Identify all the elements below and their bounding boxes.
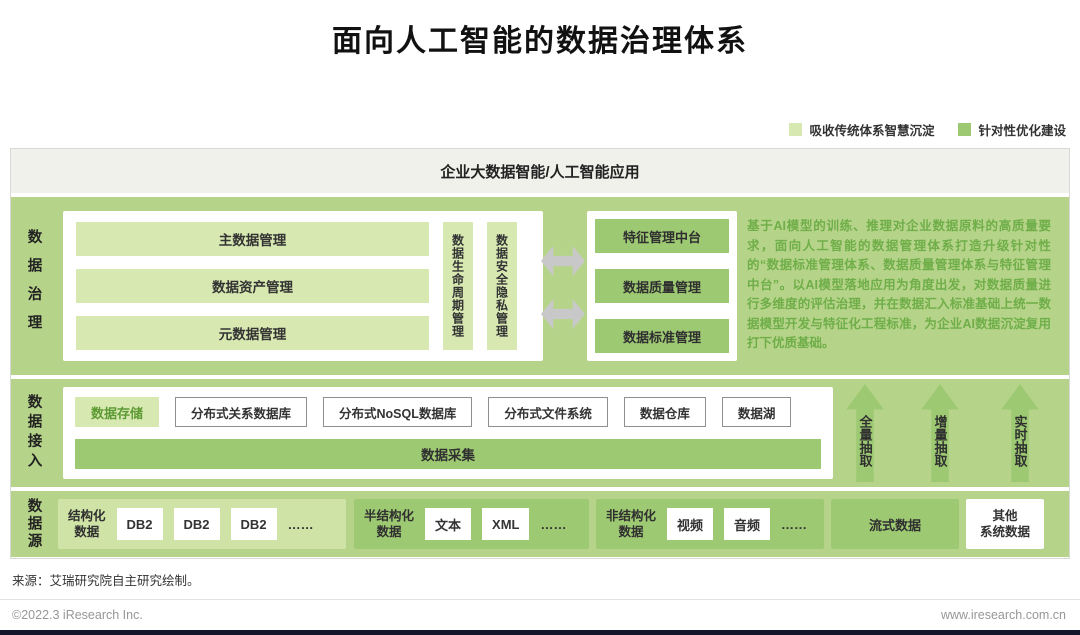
governance-optimized-panel: 特征管理中台 数据质量管理 数据标准管理 — [587, 211, 737, 361]
feature-management-platform-box: 特征管理中台 — [595, 219, 729, 253]
application-layer-band: 企业大数据智能/人工智能应用 — [11, 149, 1069, 193]
xml-box: XML — [482, 508, 530, 540]
legend-item-optimized: 针对性优化建设 — [958, 120, 1066, 139]
data-warehouse-box: 数据仓库 — [623, 397, 706, 427]
architecture-diagram: 企业大数据智能/人工智能应用 数据治理 主数据管理 数据资产管理 元数据管理 数… — [10, 148, 1070, 559]
left-right-arrow-icon — [541, 246, 585, 276]
website-label: www.iresearch.com.cn — [940, 608, 1066, 622]
governance-band-label: 数据治理 — [25, 229, 42, 343]
legend-label-optimized: 针对性优化建设 — [978, 124, 1066, 138]
db2-box: DB2 — [230, 508, 277, 540]
storage-row: 数据存储 分布式关系数据库 分布式NoSQL数据库 分布式文件系统 数据仓库 数… — [75, 397, 821, 427]
source-band-label: 数据源 — [25, 497, 42, 551]
relational-db-box: 分布式关系数据库 — [175, 397, 308, 427]
access-band-label: 数据接入 — [25, 394, 42, 472]
data-standard-management-box: 数据标准管理 — [595, 319, 729, 353]
left-right-arrow-icon — [541, 299, 585, 329]
streaming-data-box: 流式数据 — [831, 499, 959, 549]
copyright-label: ©2022.3 iResearch Inc. — [12, 608, 143, 622]
unstructured-data-label: 非结构化 数据 — [606, 508, 657, 539]
governance-traditional-stack: 主数据管理 数据资产管理 元数据管理 — [76, 222, 429, 350]
governance-description: 基于AI模型的训练、推理对企业数据原料的高质量要求，面向人工智能的数据管理体系打… — [747, 219, 1051, 350]
incremental-extract-label: 增量抽取 — [932, 415, 948, 467]
realtime-extract-label: 实时抽取 — [1012, 415, 1028, 467]
data-security-privacy-box: 数据安全隐私管理 — [487, 222, 517, 350]
text-box: 文本 — [425, 508, 472, 540]
footer: ©2022.3 iResearch Inc. www.iresearch.com… — [12, 608, 1066, 622]
bottom-accent-bar — [0, 630, 1080, 635]
footer-divider — [0, 599, 1080, 600]
ellipsis-label: …… — [287, 516, 314, 532]
nosql-db-box: 分布式NoSQL数据库 — [323, 397, 473, 427]
data-collection-box: 数据采集 — [75, 439, 821, 469]
full-extract-label: 全量抽取 — [857, 415, 873, 467]
structured-data-label: 结构化 数据 — [68, 508, 106, 539]
legend-item-traditional: 吸收传统体系智慧沉淀 — [789, 120, 934, 139]
source-note: 来源：艾瑞研究院自主研究绘制。 — [12, 574, 200, 588]
data-quality-management-box: 数据质量管理 — [595, 269, 729, 303]
data-asset-management-box: 数据资产管理 — [76, 269, 429, 303]
db2-box: DB2 — [173, 508, 220, 540]
unstructured-data-group: 非结构化 数据 视频 音频 …… — [596, 499, 824, 549]
audio-box: 音频 — [724, 508, 771, 540]
access-band: 数据接入 数据存储 分布式关系数据库 分布式NoSQL数据库 分布式文件系统 数… — [11, 379, 1069, 487]
page-title: 面向人工智能的数据治理体系 — [332, 25, 748, 58]
legend-label-traditional: 吸收传统体系智慧沉淀 — [809, 124, 935, 138]
distributed-file-system-box: 分布式文件系统 — [488, 397, 608, 427]
structured-data-group: 结构化 数据 DB2 DB2 DB2 …… — [58, 499, 346, 549]
semi-structured-data-label: 半结构化 数据 — [364, 508, 415, 539]
ellipsis-label: …… — [540, 516, 567, 532]
realtime-extract-arrow-icon: 实时抽取 — [1001, 384, 1039, 482]
full-extract-arrow-icon: 全量抽取 — [846, 384, 884, 482]
data-lake-box: 数据湖 — [721, 397, 792, 427]
governance-traditional-panel: 主数据管理 数据资产管理 元数据管理 数据生命周期管理 数据安全隐私管理 — [63, 211, 543, 361]
ellipsis-label: …… — [781, 516, 808, 532]
legend-swatch-mid-green — [958, 123, 972, 136]
legend: 吸收传统体系智慧沉淀 针对性优化建设 — [789, 120, 1066, 139]
video-box: 视频 — [667, 508, 714, 540]
source-band: 数据源 结构化 数据 DB2 DB2 DB2 …… 半结构化 数据 文本 XML… — [11, 491, 1069, 557]
data-lifecycle-management-box: 数据生命周期管理 — [443, 222, 473, 350]
semi-structured-data-group: 半结构化 数据 文本 XML …… — [354, 499, 589, 549]
master-data-management-box: 主数据管理 — [76, 222, 429, 256]
metadata-management-box: 元数据管理 — [76, 316, 429, 350]
incremental-extract-arrow-icon: 增量抽取 — [921, 384, 959, 482]
legend-swatch-light-green — [789, 123, 803, 136]
access-panel: 数据存储 分布式关系数据库 分布式NoSQL数据库 分布式文件系统 数据仓库 数… — [63, 387, 833, 479]
data-storage-label: 数据存储 — [75, 397, 159, 427]
governance-band: 数据治理 主数据管理 数据资产管理 元数据管理 数据生命周期管理 数据安全隐私管… — [11, 197, 1069, 375]
other-system-data-box: 其他 系统数据 — [966, 499, 1044, 549]
db2-box: DB2 — [116, 508, 163, 540]
